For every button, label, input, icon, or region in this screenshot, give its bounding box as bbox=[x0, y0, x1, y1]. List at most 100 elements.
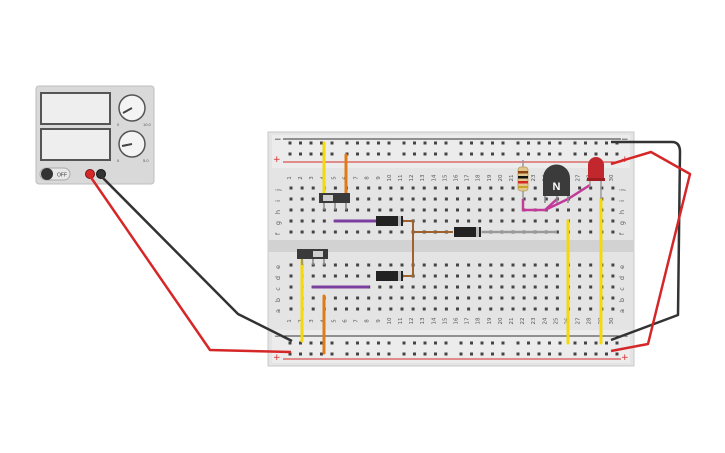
rail-hole[interactable] bbox=[288, 152, 292, 156]
rail-hole[interactable] bbox=[516, 341, 520, 345]
rail-hole[interactable] bbox=[434, 341, 437, 345]
hole[interactable] bbox=[289, 274, 293, 278]
hole[interactable] bbox=[611, 219, 615, 223]
hole[interactable] bbox=[378, 186, 382, 190]
rail-hole[interactable] bbox=[573, 141, 577, 145]
hole[interactable] bbox=[489, 307, 493, 311]
rail-hole[interactable] bbox=[605, 152, 608, 156]
brown-wire-junction[interactable] bbox=[402, 220, 453, 233]
hole[interactable] bbox=[389, 263, 393, 267]
hole[interactable] bbox=[533, 186, 537, 190]
hole[interactable] bbox=[356, 186, 360, 190]
hole[interactable] bbox=[578, 274, 582, 278]
rail-hole[interactable] bbox=[387, 152, 391, 156]
hole[interactable] bbox=[522, 307, 526, 311]
hole[interactable] bbox=[356, 296, 360, 300]
hole[interactable] bbox=[433, 197, 437, 201]
rail-hole[interactable] bbox=[356, 352, 359, 356]
hole[interactable] bbox=[467, 285, 471, 289]
diode-middle[interactable] bbox=[454, 227, 481, 237]
rail-hole[interactable] bbox=[594, 152, 598, 156]
diode-bottom[interactable] bbox=[376, 271, 403, 281]
hole[interactable] bbox=[367, 263, 371, 267]
hole[interactable] bbox=[311, 274, 315, 278]
slide-switch-bottom[interactable] bbox=[297, 249, 328, 265]
hole[interactable] bbox=[289, 307, 293, 311]
hole[interactable] bbox=[444, 296, 448, 300]
hole[interactable] bbox=[400, 197, 404, 201]
hole[interactable] bbox=[467, 208, 471, 212]
hole[interactable] bbox=[300, 197, 304, 201]
rail-hole[interactable] bbox=[605, 352, 608, 356]
rail-hole[interactable] bbox=[299, 352, 302, 356]
rail-hole[interactable] bbox=[491, 141, 494, 145]
hole[interactable] bbox=[511, 274, 515, 278]
rail-hole[interactable] bbox=[366, 352, 370, 356]
hole[interactable] bbox=[333, 307, 337, 311]
rail-hole[interactable] bbox=[309, 352, 313, 356]
rail-hole[interactable] bbox=[309, 152, 313, 156]
rail-hole[interactable] bbox=[558, 341, 562, 345]
rail-hole[interactable] bbox=[345, 141, 349, 145]
hole[interactable] bbox=[422, 263, 426, 267]
hole[interactable] bbox=[411, 208, 415, 212]
hole[interactable] bbox=[411, 307, 415, 311]
rail-hole[interactable] bbox=[387, 141, 391, 145]
rail-hole[interactable] bbox=[444, 152, 448, 156]
hole[interactable] bbox=[489, 285, 493, 289]
hole[interactable] bbox=[300, 230, 304, 234]
hole[interactable] bbox=[500, 307, 504, 311]
hole[interactable] bbox=[500, 296, 504, 300]
hole[interactable] bbox=[555, 230, 559, 234]
rail-hole[interactable] bbox=[402, 152, 406, 156]
hole[interactable] bbox=[511, 208, 515, 212]
rail-hole[interactable] bbox=[615, 341, 619, 345]
hole[interactable] bbox=[389, 307, 393, 311]
red-wire-right[interactable] bbox=[610, 150, 692, 353]
rail-hole[interactable] bbox=[444, 141, 448, 145]
rail-hole[interactable] bbox=[459, 352, 463, 356]
current-knob-icon[interactable] bbox=[118, 130, 146, 158]
hole[interactable] bbox=[478, 219, 482, 223]
hole[interactable] bbox=[555, 296, 559, 300]
hole[interactable] bbox=[467, 186, 471, 190]
rail-hole[interactable] bbox=[459, 152, 463, 156]
hole[interactable] bbox=[422, 274, 426, 278]
rail-hole[interactable] bbox=[309, 341, 313, 345]
hole[interactable] bbox=[411, 186, 415, 190]
hole[interactable] bbox=[356, 307, 360, 311]
red-wire-psu[interactable] bbox=[88, 175, 292, 354]
hole[interactable] bbox=[367, 307, 371, 311]
hole[interactable] bbox=[611, 197, 615, 201]
voltage-knob-icon[interactable] bbox=[118, 94, 146, 122]
rail-hole[interactable] bbox=[320, 341, 323, 345]
rail-hole[interactable] bbox=[615, 352, 619, 356]
hole[interactable] bbox=[589, 186, 593, 190]
hole[interactable] bbox=[478, 186, 482, 190]
hole[interactable] bbox=[433, 296, 437, 300]
rail-hole[interactable] bbox=[330, 341, 334, 345]
hole[interactable] bbox=[289, 197, 293, 201]
rail-hole[interactable] bbox=[288, 141, 292, 145]
hole[interactable] bbox=[578, 263, 582, 267]
rail-hole[interactable] bbox=[299, 141, 302, 145]
hole[interactable] bbox=[511, 307, 515, 311]
hole[interactable] bbox=[478, 274, 482, 278]
hole[interactable] bbox=[444, 186, 448, 190]
hole[interactable] bbox=[444, 263, 448, 267]
rail-hole[interactable] bbox=[537, 341, 541, 345]
hole[interactable] bbox=[500, 208, 504, 212]
rail-hole[interactable] bbox=[345, 341, 349, 345]
off-switch[interactable]: OFF bbox=[39, 167, 71, 181]
hole[interactable] bbox=[289, 219, 293, 223]
hole[interactable] bbox=[289, 186, 293, 190]
rail-hole[interactable] bbox=[320, 352, 323, 356]
hole[interactable] bbox=[456, 307, 459, 311]
hole[interactable] bbox=[489, 208, 493, 212]
hole[interactable] bbox=[589, 263, 593, 267]
hole[interactable] bbox=[389, 186, 393, 190]
hole[interactable] bbox=[589, 219, 593, 223]
hole[interactable] bbox=[544, 197, 548, 201]
rail-hole[interactable] bbox=[594, 352, 598, 356]
hole[interactable] bbox=[589, 197, 593, 201]
